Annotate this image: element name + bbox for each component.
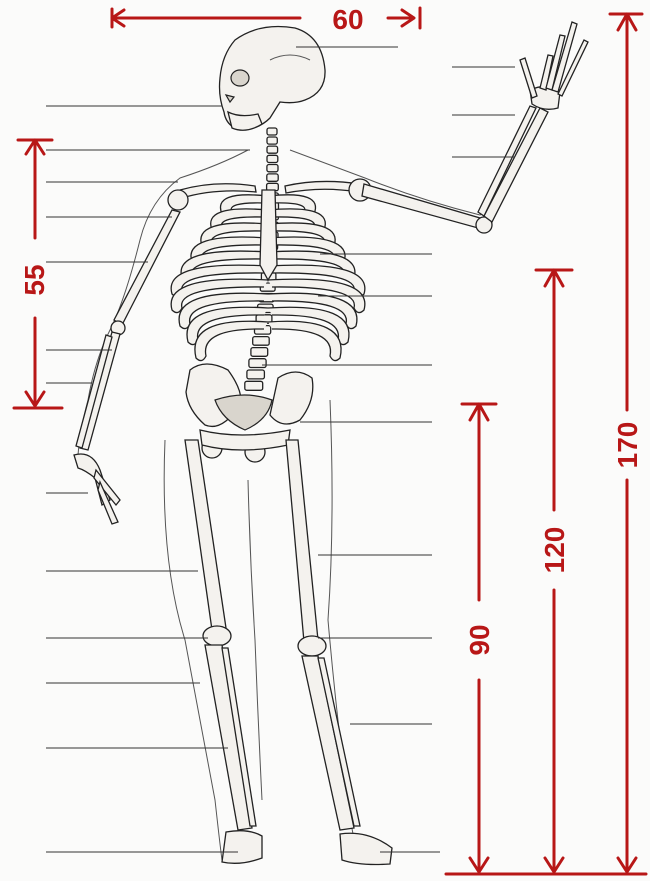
left-leg <box>185 440 262 863</box>
vertebra <box>251 348 268 357</box>
vertebra <box>267 137 277 144</box>
vertebra <box>267 174 278 181</box>
label-lines <box>46 47 515 852</box>
vertebra <box>267 155 278 162</box>
leg-height-label: 90 <box>464 624 495 655</box>
vertebra <box>249 359 266 368</box>
right-arm <box>362 22 588 233</box>
torso-height-label: 55 <box>19 264 50 295</box>
rib-right <box>268 321 341 360</box>
vertebra <box>245 381 263 390</box>
shoulder-width-label: 60 <box>332 4 363 35</box>
skull <box>220 27 326 131</box>
measurement-total-height: 170 <box>610 14 643 872</box>
vertebra <box>247 370 265 379</box>
total-height-label: 170 <box>612 422 643 469</box>
vertebra <box>267 146 278 153</box>
measurement-leg-height: 90 <box>462 404 496 872</box>
vertebra <box>253 337 270 346</box>
vertebra <box>267 165 278 172</box>
measurement-torso-height: 55 <box>14 140 62 408</box>
hip-height-label: 120 <box>539 527 570 574</box>
right-leg <box>286 440 392 865</box>
vertebra <box>267 128 277 135</box>
sternum <box>260 190 277 280</box>
measurement-hip-height: 120 <box>536 270 572 872</box>
